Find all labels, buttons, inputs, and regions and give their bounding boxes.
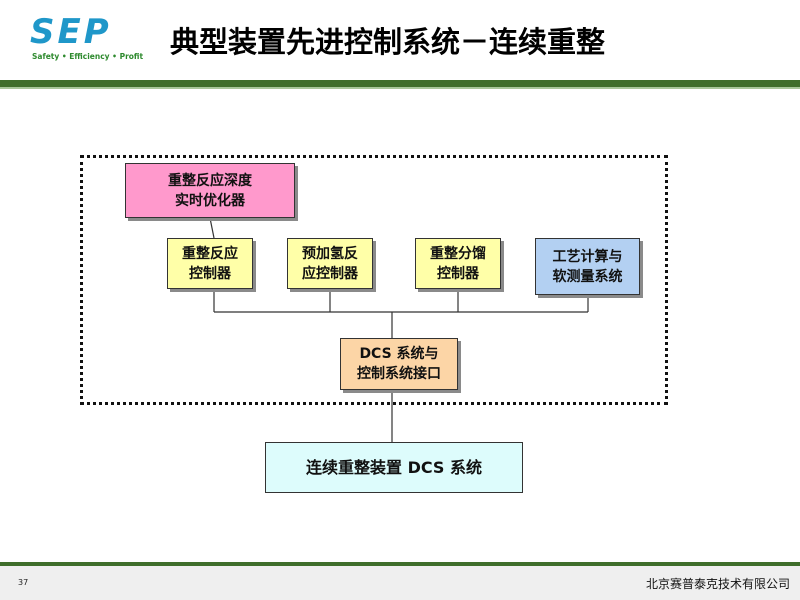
page-title: 典型装置先进控制系统－连续重整 — [170, 25, 606, 59]
logo-text: SEP — [30, 12, 112, 52]
realtime-optimizer-box: 重整反应深度 实时优化器 — [125, 163, 295, 218]
header-divider-light — [0, 87, 800, 89]
reforming-reaction-controller-box: 重整反应 控制器 — [167, 238, 253, 289]
slide-header: SEP Safety • Efficiency • Profit 典型装置先进控… — [0, 0, 800, 80]
control-system-boundary — [80, 155, 668, 405]
sep-logo: SEP Safety • Efficiency • Profit — [30, 15, 150, 70]
process-calc-softsensor-box: 工艺计算与 软测量系统 — [535, 238, 640, 295]
optimizer-connector — [209, 217, 215, 239]
dcs-interface-box: DCS 系统与 控制系统接口 — [340, 338, 458, 390]
dcs-system-box: 连续重整装置 DCS 系统 — [265, 442, 523, 493]
header-divider — [0, 80, 800, 87]
logo-tagline: Safety • Efficiency • Profit — [32, 52, 144, 61]
page-number: 37 — [18, 578, 29, 587]
footer-divider — [0, 562, 800, 566]
company-name: 北京赛普泰克技术有限公司 — [645, 577, 790, 591]
slide-footer: 37 北京赛普泰克技术有限公司 — [0, 566, 800, 600]
fractionation-controller-box: 重整分馏 控制器 — [415, 238, 501, 289]
prehydrogenation-controller-box: 预加氢反 应控制器 — [287, 238, 373, 289]
